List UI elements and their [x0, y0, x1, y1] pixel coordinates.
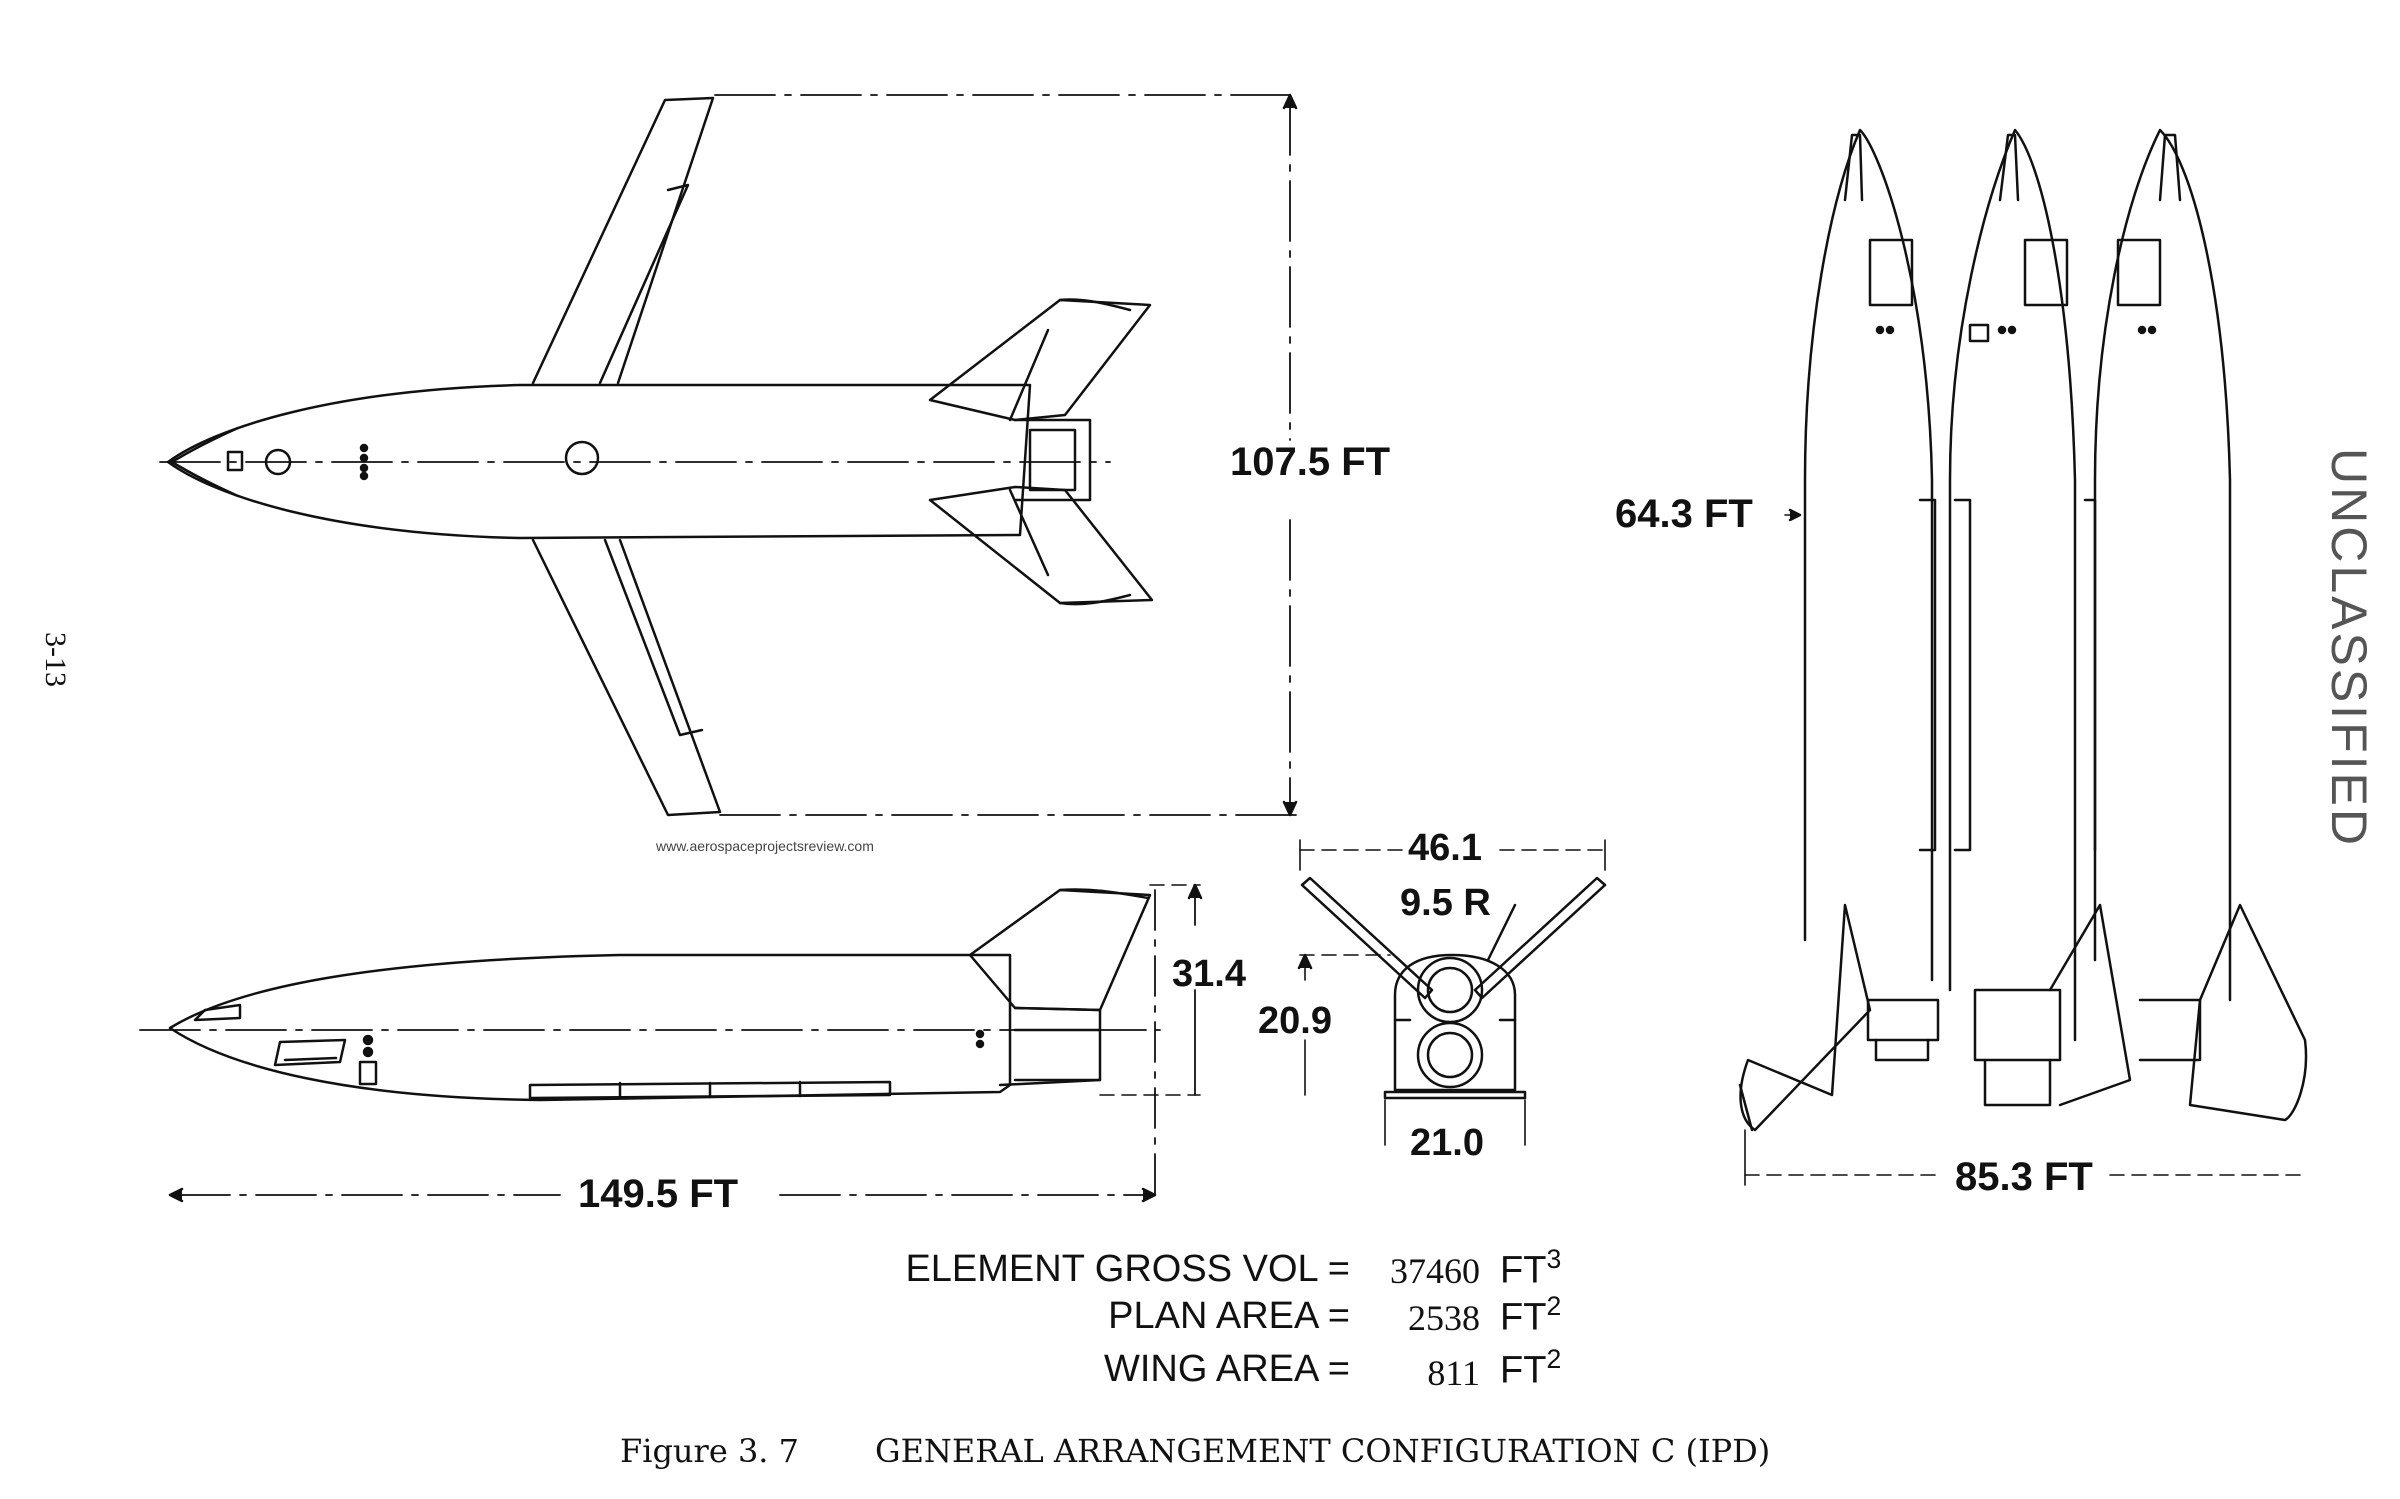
plan-area-label: PLAN AREA = [1108, 1295, 1350, 1337]
figure-number: Figure 3. 7 [620, 1432, 799, 1470]
figure-title: GENERAL ARRANGEMENT CONFIGURATION C (IPD… [875, 1432, 1771, 1470]
plan-lower-wing [531, 538, 722, 817]
wing-area-unit: FT2 [1500, 1344, 1562, 1392]
plan-upper-tail [928, 298, 1152, 422]
plan-view [159, 93, 1301, 817]
stack-width-label: 85.3 FT [1955, 1155, 2093, 1199]
length-dimension-label: 149.5 FT [578, 1172, 739, 1216]
body-height-label: 31.4 [1172, 953, 1246, 995]
stack-height-label: 64.3 FT [1615, 492, 1753, 536]
gross-volume-value: 37460 [1390, 1251, 1480, 1291]
front-view [1297, 839, 1607, 1146]
plan-area-unit: FT2 [1500, 1291, 1562, 1339]
plan-area-value: 2538 [1408, 1298, 1480, 1338]
watermark-url: www.aerospaceprojectsreview.com [656, 838, 874, 854]
span-dimension-label: 107.5 FT [1230, 440, 1391, 484]
side-fuselage [168, 953, 1012, 1102]
side-view [139, 883, 1203, 1203]
wing-area-value: 811 [1427, 1353, 1480, 1393]
stack-view [1738, 128, 2308, 1186]
body-depth-label: 20.9 [1258, 1000, 1332, 1042]
classification-marking: UNCLASSIFIED [2321, 448, 2377, 848]
gross-volume-label: ELEMENT GROSS VOL = [905, 1248, 1350, 1290]
radius-label: 9.5 R [1400, 882, 1491, 924]
plan-fuselage [166, 383, 1032, 540]
plan-upper-wing [531, 96, 715, 385]
page-number: 3-13 [39, 632, 72, 687]
side-tail-fin [968, 888, 1152, 1012]
plan-lower-tail [928, 485, 1154, 605]
stack-right-body [2093, 128, 2232, 1002]
stack-left-body [1803, 128, 1934, 982]
base-width-label: 21.0 [1410, 1122, 1484, 1164]
front-body [1393, 953, 1517, 1092]
wing-area-label: WING AREA = [1103, 1348, 1350, 1390]
stack-center-body [1948, 128, 2077, 1042]
fin-span-label: 46.1 [1408, 827, 1482, 869]
gross-volume-unit: FT3 [1500, 1244, 1562, 1292]
